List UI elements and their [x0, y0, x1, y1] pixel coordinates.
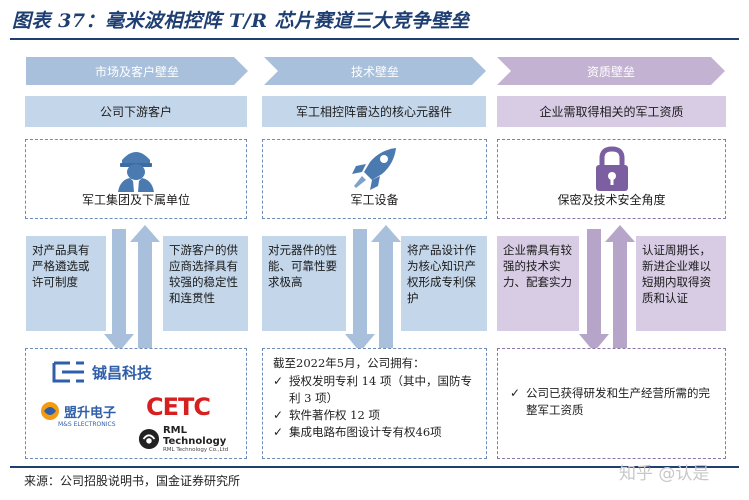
lock-icon: [595, 146, 628, 191]
ip-item-text: 授权发明专利 14 项（其中，国防专利 3 项）: [289, 374, 472, 405]
source-divider: [10, 466, 739, 468]
arrow-down-col1: [104, 229, 134, 352]
mengsheng-logo-mark: [41, 402, 59, 420]
security-icon-box: 保密及技术安全角度: [497, 139, 726, 219]
chengchang-logo: 铖昌科技: [52, 359, 152, 385]
mengsheng-logo-en: M&S ELECTRONICS: [58, 421, 116, 428]
cetc-logo-text: CETC: [146, 393, 211, 421]
security-label: 保密及技术安全角度: [557, 193, 666, 207]
text-tech-strength: 企业需具有较强的技术实力、配套实力: [497, 236, 579, 331]
customer-logos-box: 铖昌科技 盟升电子 M&S ELECTRONICS CETC RML Techn…: [25, 348, 247, 459]
ip-item-text: 集成电路布图设计专有权46项: [289, 425, 442, 439]
watermark: 知乎 @认是: [619, 464, 710, 484]
arrow-up-col2: [371, 225, 401, 350]
customer-label: 军工集团及下属单位: [81, 193, 190, 207]
customer-icon-box: 军工集团及下属单位: [25, 139, 247, 219]
check-icon: ✓: [273, 408, 284, 422]
ip-item: ✓ 软件著作权 12 项: [273, 407, 476, 424]
header-qualification-barrier: 资质壁垒: [497, 57, 725, 85]
chengchang-logo-mark: [52, 361, 84, 383]
arrow-down-col2: [345, 229, 375, 352]
rml-logo-mark: [138, 428, 160, 450]
text-long-certification: 认证周期长，新进企业难以短期内取得资质和认证: [636, 236, 726, 331]
text-patent-protection: 将产品设计作为核心知识产权形成专利保护: [401, 236, 487, 331]
check-icon: ✓: [273, 374, 284, 388]
text-supplier-stability: 下游客户的供应商选择具有较强的稳定性和连贯性: [163, 236, 248, 331]
subheader-downstream-customers: 公司下游客户: [25, 96, 247, 127]
ip-item-text: 软件著作权 12 项: [289, 408, 380, 422]
ip-intro: 截至2022年5月，公司拥有：: [273, 356, 425, 370]
ip-item: ✓ 授权发明专利 14 项（其中，国防专利 3 项）: [273, 373, 476, 407]
qualification-item-text: 公司已获得研发和生产经营所需的完整军工资质: [526, 386, 710, 417]
text-strict-selection: 对产品具有严格遴选或许可制度: [26, 236, 106, 331]
rml-logo: RML Technology RML Technology Co.,Ltd: [138, 425, 246, 453]
equipment-icon-box: 军工设备: [262, 139, 487, 219]
equipment-label: 军工设备: [350, 193, 399, 207]
rml-logo-text: RML Technology: [162, 425, 227, 447]
subheader-core-components: 军工相控阵雷达的核心元器件: [262, 96, 486, 127]
arrow-down-col3: [579, 229, 609, 352]
header-market-barrier: 市场及客户壁垒: [26, 57, 248, 85]
arrow-up-col1: [130, 225, 160, 350]
ip-list-box: 截至2022年5月，公司拥有： ✓ 授权发明专利 14 项（其中，国防专利 3 …: [262, 348, 487, 459]
soldier-icon: [118, 152, 154, 192]
qualification-box: ✓ 公司已获得研发和生产经营所需的完整军工资质: [497, 348, 726, 459]
chengchang-logo-text: 铖昌科技: [92, 363, 153, 382]
ip-item: ✓ 集成电路布图设计专有权46项: [273, 424, 476, 441]
mengsheng-logo-text: 盟升电子: [64, 405, 117, 421]
subheader-military-qualification: 企业需取得相关的军工资质: [497, 96, 726, 127]
cetc-logo: CETC: [146, 393, 211, 421]
check-icon: ✓: [510, 386, 521, 400]
source-note: 来源：公司招股说明书，国金证券研究所: [24, 474, 241, 488]
text-high-reliability: 对元器件的性能、可靠性要求极高: [262, 236, 346, 331]
header-tech-barrier: 技术壁垒: [264, 57, 486, 85]
qualification-item: ✓ 公司已获得研发和生产经营所需的完整军工资质: [510, 385, 713, 419]
title-divider: [10, 38, 739, 40]
rocket-icon: [351, 148, 396, 190]
figure-title: 图表 37：毫米波相控阵 T/R 芯片赛道三大竞争壁垒: [12, 10, 470, 32]
mengsheng-logo: 盟升电子 M&S ELECTRONICS: [40, 401, 116, 428]
arrow-up-col3: [605, 225, 635, 350]
check-icon: ✓: [273, 425, 284, 439]
rml-logo-sub: RML Technology Co.,Ltd: [162, 447, 229, 453]
